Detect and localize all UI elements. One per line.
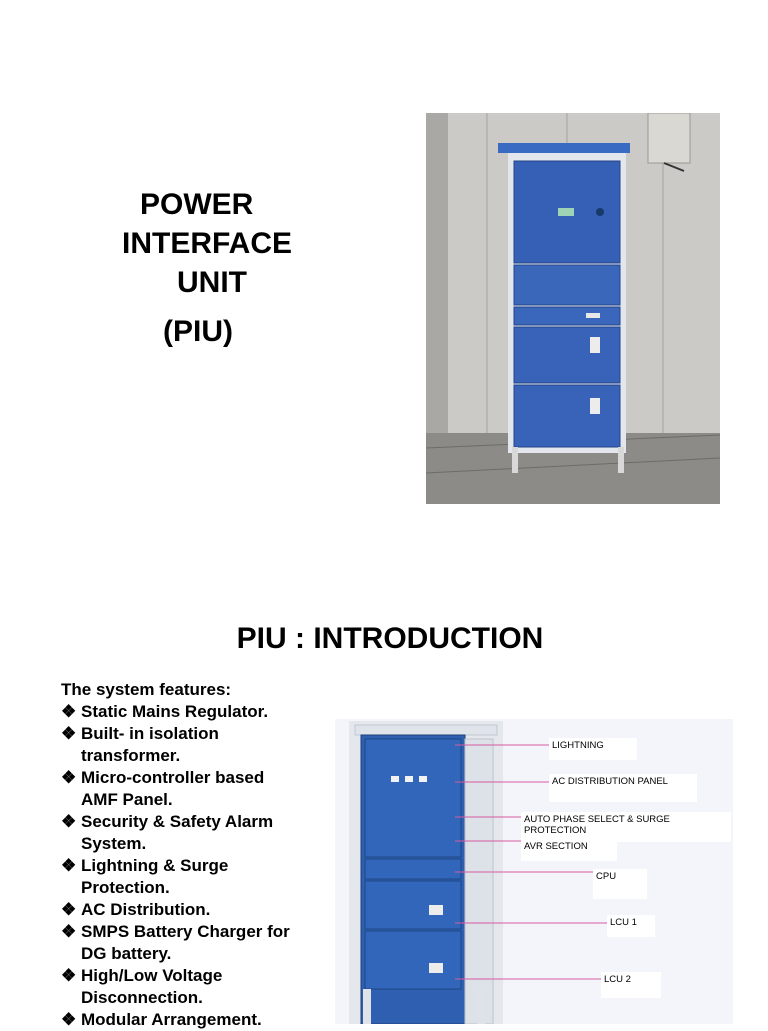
title-line-2: INTERFACE (122, 227, 293, 260)
diagram-cabinet-illustration (349, 721, 607, 1024)
cabinet-illustration (426, 113, 720, 504)
diamond-bullet-icon: ❖ (61, 922, 77, 941)
diamond-bullet-icon: ❖ (61, 856, 77, 875)
label-lcu-2: LCU 2 (601, 972, 661, 998)
label-lightning: LIGHTNING (549, 738, 637, 760)
label-avr-section: AVR SECTION (521, 839, 617, 861)
title-line-3: UNIT (177, 266, 247, 299)
feature-list: The system features: ❖Static Mains Regul… (61, 679, 331, 1031)
label-auto-phase-select: AUTO PHASE SELECT & SURGE PROTECTION (521, 812, 731, 842)
label-cpu: CPU (593, 869, 647, 899)
list-item: ❖Static Mains Regulator. (61, 702, 269, 721)
piu-labelled-diagram: LIGHTNING AC DISTRIBUTION PANEL AUTO PHA… (335, 719, 733, 1024)
title-line-4: (PIU) (163, 315, 233, 348)
diamond-bullet-icon: ❖ (61, 966, 77, 985)
list-item: ❖Modular Arrangement. (61, 1010, 262, 1029)
diamond-bullet-icon: ❖ (61, 768, 77, 787)
label-lcu-1: LCU 1 (607, 915, 655, 937)
list-item: ❖AC Distribution. (61, 900, 211, 919)
diamond-bullet-icon: ❖ (61, 1010, 77, 1029)
diamond-bullet-icon: ❖ (61, 702, 77, 721)
diamond-bullet-icon: ❖ (61, 812, 77, 831)
diamond-bullet-icon: ❖ (61, 900, 77, 919)
piu-cabinet-photo (426, 113, 720, 504)
title-line-1: POWER (140, 188, 254, 221)
label-ac-distribution-panel: AC DISTRIBUTION PANEL (549, 774, 697, 802)
section-heading: PIU : INTRODUCTION (236, 622, 544, 655)
diamond-bullet-icon: ❖ (61, 724, 77, 743)
features-intro: The system features: (61, 680, 232, 699)
